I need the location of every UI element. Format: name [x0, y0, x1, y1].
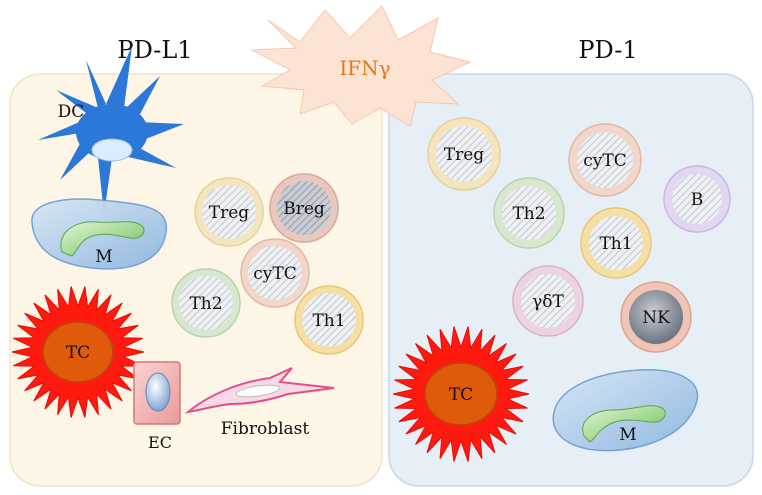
th2-cell-right: [493, 177, 565, 249]
tumor-cell-right: [392, 326, 530, 462]
pd-1-title: PD-1: [578, 36, 637, 64]
dc-label: DC: [58, 102, 85, 122]
tumor-cell-right-label: TC: [449, 385, 473, 405]
cytc-left-label: cyTC: [253, 264, 296, 284]
dendritic-cell: [38, 46, 184, 214]
macrophage-left: [31, 198, 167, 270]
th2-left-label: Th2: [189, 294, 222, 314]
treg-left-label: Treg: [209, 203, 250, 223]
th2-right-label: Th2: [512, 204, 545, 224]
th2-cell-left: [171, 268, 241, 338]
treg-cell-right: [427, 117, 501, 191]
breg-left-label: Breg: [283, 199, 325, 219]
endothelial-cell: [133, 361, 181, 425]
macrophage-right: [552, 369, 699, 452]
fibroblast: [184, 367, 335, 414]
fibroblast-label: Fibroblast: [221, 419, 310, 439]
gdt-right-label: γδT: [532, 292, 564, 312]
cytc-right-label: cyTC: [583, 151, 626, 171]
ifng-label: IFNγ: [339, 56, 390, 80]
b-right-label: B: [691, 190, 704, 210]
breg-cell-left: [269, 173, 339, 243]
th1-cell-right: [580, 207, 652, 279]
th1-cell-left: [294, 285, 364, 355]
macrophage-left-label: M: [95, 247, 112, 267]
gdt-cell-right: [512, 265, 584, 337]
nk-cell-right: [620, 281, 692, 353]
macrophage-right-label: M: [619, 425, 636, 445]
b-cell-right: [663, 165, 731, 233]
ifng-burst: IFNγ: [250, 5, 472, 127]
nk-right-label: NK: [642, 308, 670, 328]
tumor-cell-left-label: TC: [66, 343, 90, 363]
cytc-cell-right: [568, 123, 642, 197]
tumor-cell-left: [11, 286, 145, 418]
th1-right-label: Th1: [599, 234, 632, 254]
treg-cell-left: [194, 177, 264, 247]
th1-left-label: Th1: [312, 311, 345, 331]
cytc-cell-left: [240, 238, 310, 308]
ec-label: EC: [148, 433, 172, 452]
treg-right-label: Treg: [444, 145, 485, 165]
